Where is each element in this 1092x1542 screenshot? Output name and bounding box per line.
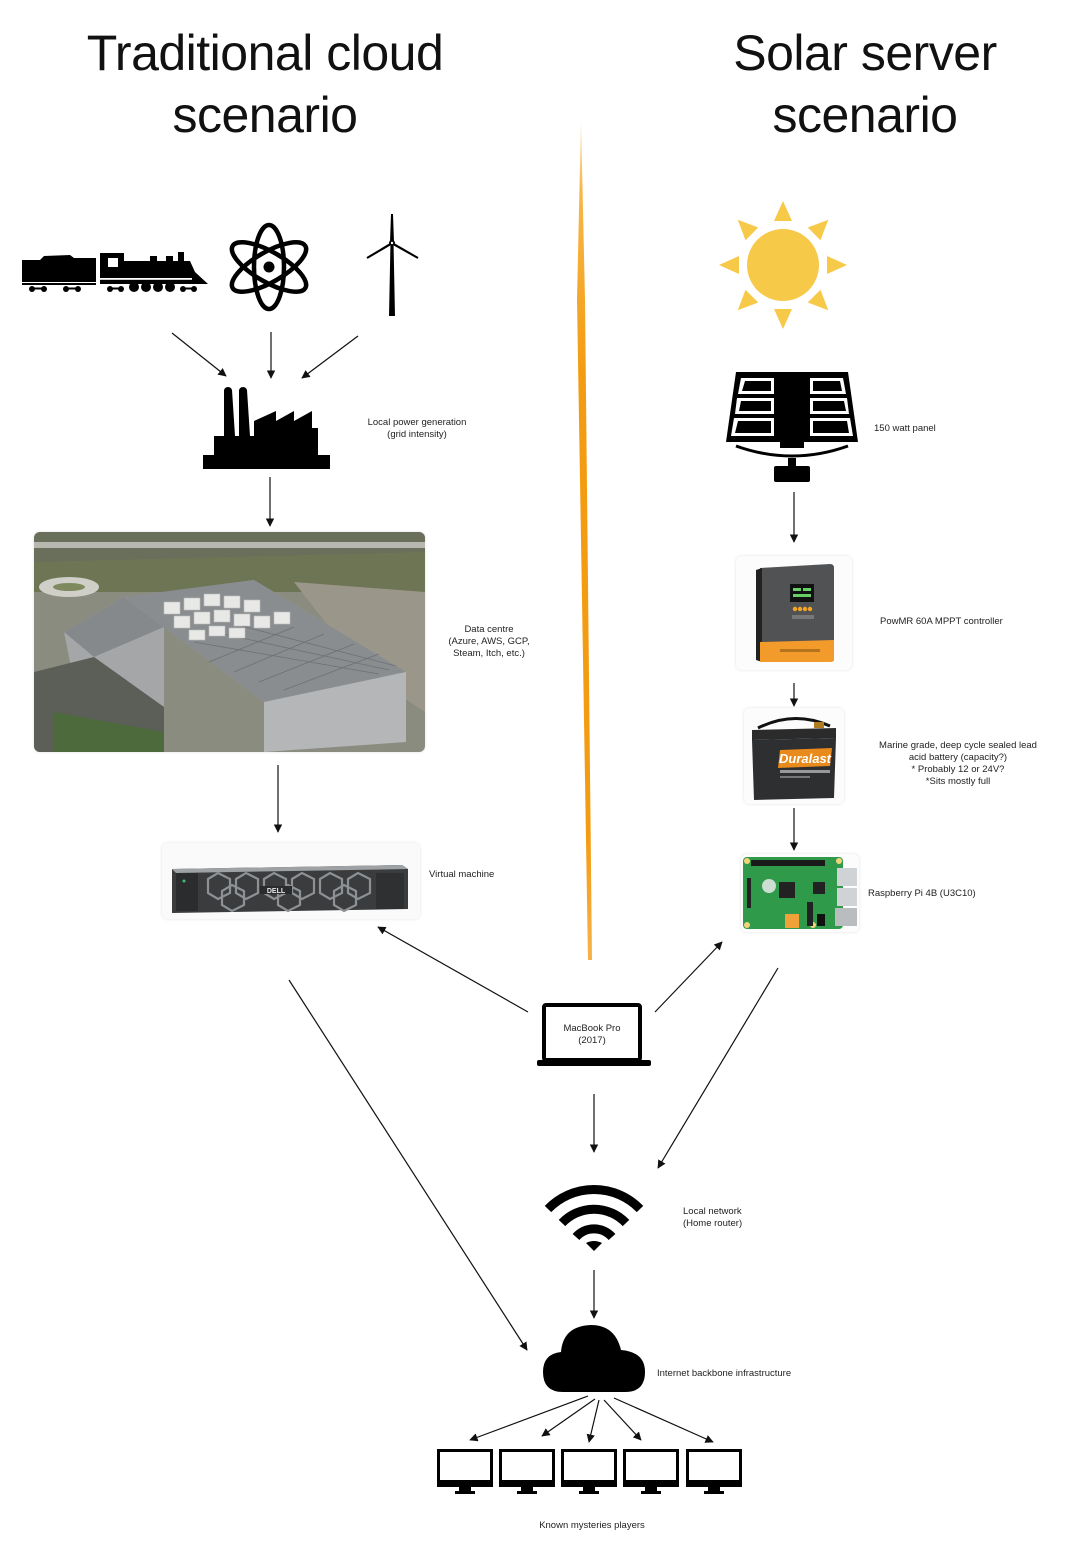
arrow-train-to-plant — [171, 332, 227, 377]
solar-panel-label-text: 150 watt panel — [874, 423, 936, 434]
battery-image: Duralast — [744, 708, 844, 804]
arrow-internet-to-player-3 — [586, 1399, 600, 1443]
arrow-internet-to-player-2 — [541, 1398, 596, 1437]
arrow-laptop-to-pi — [654, 941, 723, 1013]
data-centre-image — [34, 532, 425, 752]
data-centre-illustration — [34, 532, 425, 752]
cloud-icon — [543, 1325, 645, 1392]
laptop-outline — [537, 1003, 651, 1066]
laptop-label-line1: MacBook Pro — [563, 1023, 621, 1034]
controller-label: PowMR 60A MPPT controller — [880, 616, 1003, 628]
network-label: Local network (Home router) — [683, 1206, 742, 1230]
arrow-internet-to-player-1 — [469, 1395, 589, 1442]
server-brand-text: DELL — [267, 888, 286, 895]
players-label: Known mysteries players — [492, 1520, 692, 1532]
raspberry-pi-label-text: Raspberry Pi 4B (U3C10) — [868, 888, 976, 899]
network-label-line1: Local network — [683, 1206, 742, 1217]
player-monitor-1 — [437, 1449, 493, 1494]
server-illustration: DELL — [172, 865, 408, 913]
divider-line — [577, 120, 592, 960]
title-solar: Solar server scenario — [690, 22, 1040, 146]
train-icon — [22, 252, 208, 292]
laptop-icon: MacBook Pro (2017) — [535, 1003, 653, 1067]
arrow-internet-to-player-5 — [613, 1397, 714, 1443]
player-monitor-5 — [686, 1449, 742, 1494]
raspberry-pi-label: Raspberry Pi 4B (U3C10) — [868, 888, 976, 900]
arrow-internet-to-player-4 — [603, 1399, 642, 1441]
vm-label-text: Virtual machine — [429, 869, 495, 880]
factory-icon — [203, 387, 330, 469]
power-plant-label-line2: (grid intensity) — [387, 429, 447, 440]
battery-label-line2: acid battery (capacity?) — [908, 752, 1008, 763]
network-label-line2: (Home router) — [683, 1218, 743, 1229]
battery-label: Marine grade, deep cycle sealed lead aci… — [860, 740, 1056, 788]
internet-label-text: Internet backbone infrastructure — [657, 1368, 792, 1379]
raspberry-pi-illustration — [743, 857, 857, 929]
player-monitor-4 — [623, 1449, 679, 1494]
power-plant-label-line1: Local power generation — [367, 417, 467, 428]
laptop-label: MacBook Pro (2017) — [546, 1023, 638, 1047]
power-plant-label: Local power generation (grid intensity) — [350, 417, 484, 441]
controller-illustration — [756, 564, 834, 662]
solar-panel-icon — [726, 372, 858, 482]
solar-panel-label: 150 watt panel — [874, 423, 936, 435]
arrow-pi-to-network — [657, 967, 779, 1169]
battery-label-line4: *Sits mostly full — [925, 776, 991, 787]
player-monitors — [437, 1449, 742, 1494]
data-centre-label-line2: (Azure, AWS, GCP, — [448, 636, 530, 647]
battery-label-line1: Marine grade, deep cycle sealed lead — [879, 740, 1037, 751]
wind-turbine-icon — [366, 213, 419, 316]
controller-label-text: PowMR 60A MPPT controller — [880, 616, 1003, 627]
server-image: DELL — [162, 843, 420, 919]
atom-icon — [229, 222, 309, 312]
arrow-laptop-to-vm — [377, 926, 529, 1013]
laptop-label-line2: (2017) — [578, 1035, 606, 1046]
arrow-vm-to-internet — [288, 979, 528, 1351]
battery-illustration: Duralast — [752, 716, 836, 800]
title-traditional-text: Traditional cloud scenario — [86, 25, 444, 143]
battery-label-line3: * Probably 12 or 24V? — [911, 764, 1005, 775]
battery-brand-text: Duralast — [779, 751, 832, 766]
data-centre-label-line1: Data centre — [464, 624, 514, 635]
players-label-text: Known mysteries players — [539, 1520, 645, 1531]
title-solar-text: Solar server scenario — [733, 25, 997, 143]
player-monitor-2 — [499, 1449, 555, 1494]
player-monitor-3 — [561, 1449, 617, 1494]
raspberry-pi-image — [741, 854, 859, 932]
internet-label: Internet backbone infrastructure — [657, 1368, 791, 1380]
sun-icon — [719, 201, 847, 329]
vm-label: Virtual machine — [429, 869, 494, 881]
controller-image — [736, 556, 852, 670]
wifi-icon — [544, 1185, 644, 1251]
data-centre-label: Data centre (Azure, AWS, GCP, Steam, Itc… — [430, 624, 548, 660]
title-traditional: Traditional cloud scenario — [60, 22, 470, 146]
data-centre-label-line3: Steam, Itch, etc.) — [453, 648, 525, 659]
players-group — [436, 1449, 746, 1499]
arrow-wind-to-plant — [301, 335, 359, 379]
